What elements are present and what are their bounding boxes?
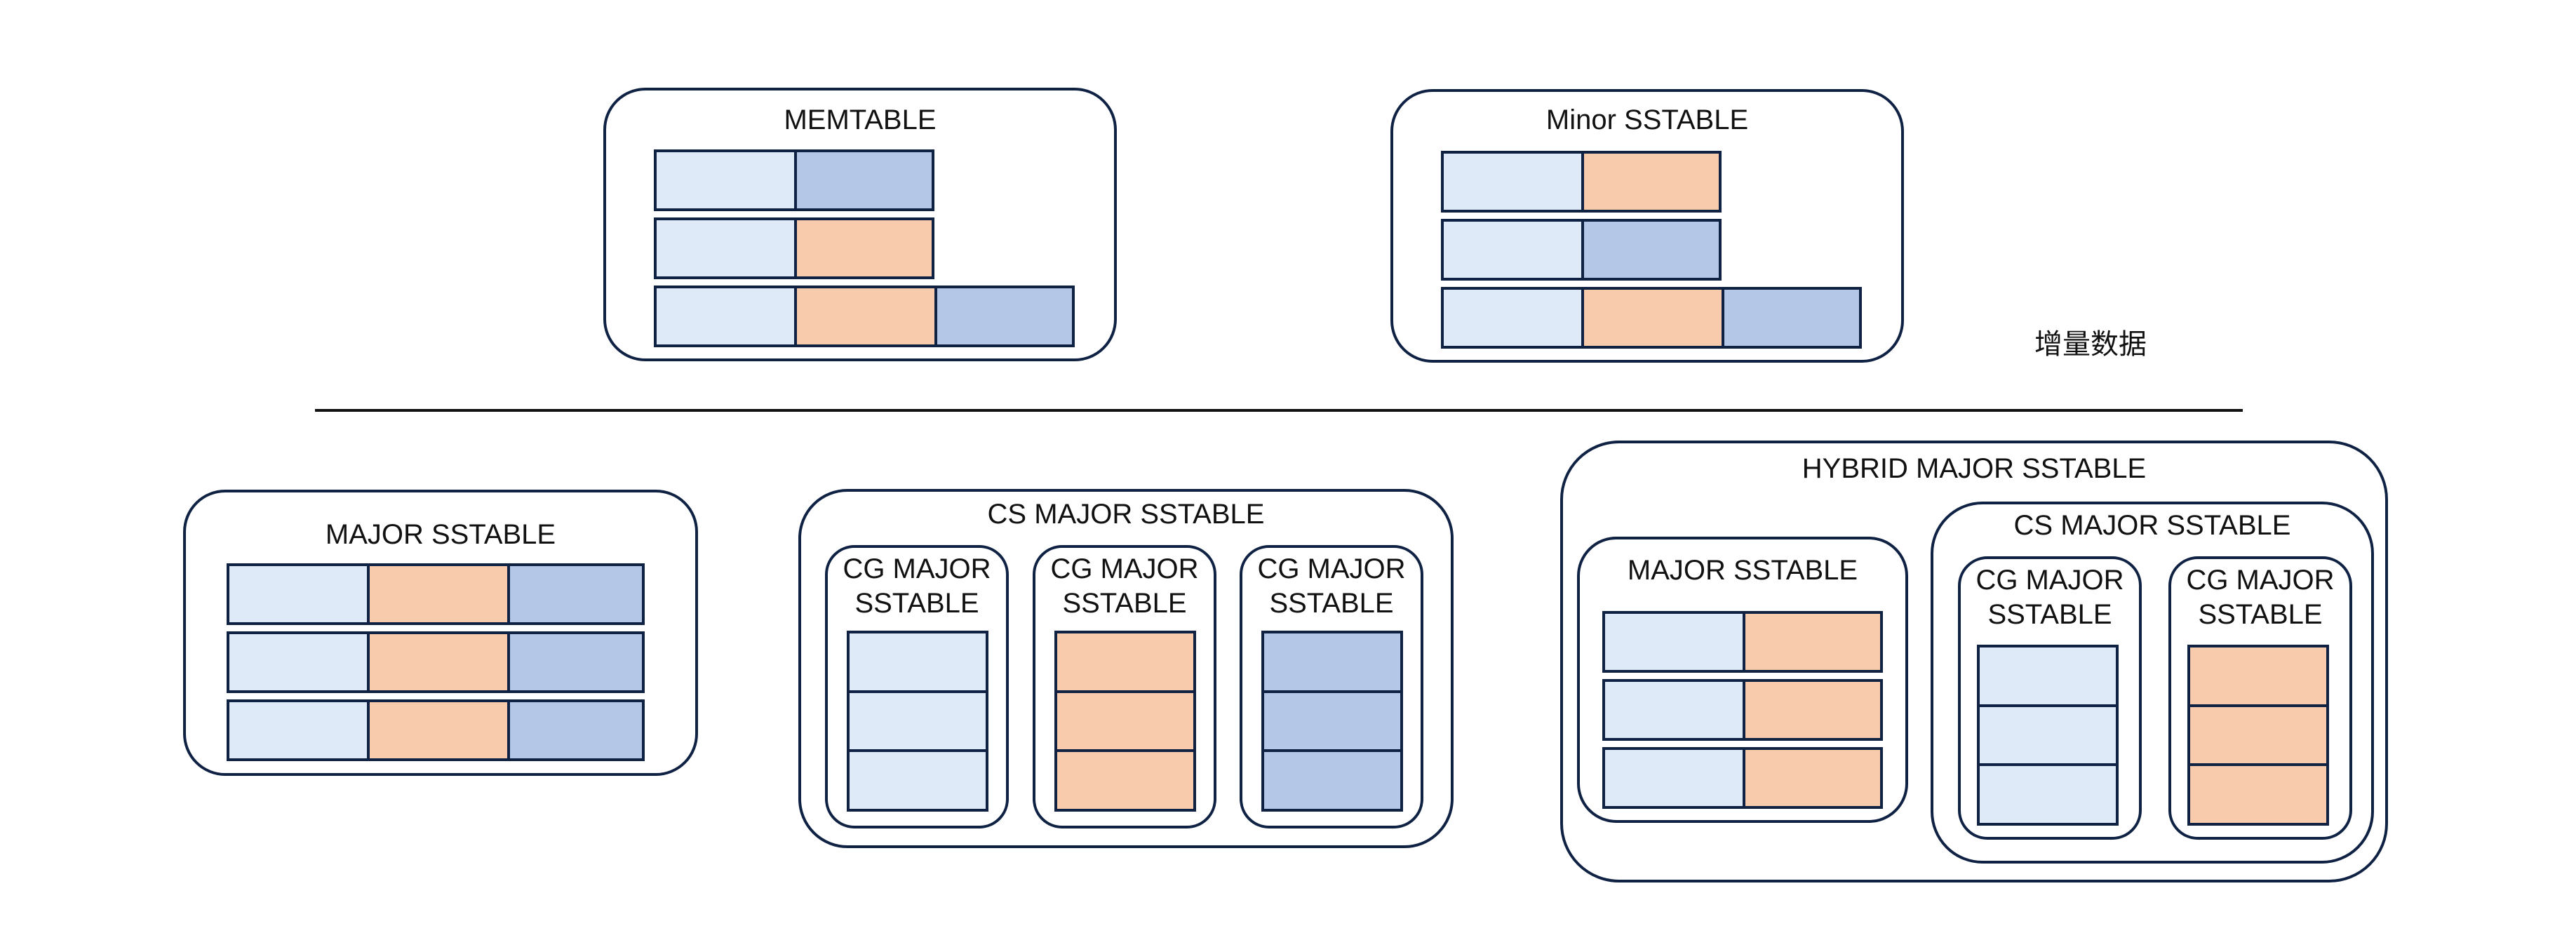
row-cell (367, 634, 507, 690)
cg-major-sstable-box: CG MAJOR SSTABLE (1958, 556, 2142, 840)
cg-major-sstable-box: CG MAJOR SSTABLE (1240, 545, 1423, 828)
major-sstable-box: MAJOR SSTABLE (183, 490, 698, 776)
row-cell (1605, 614, 1743, 670)
cs-major-sstable-title: CS MAJOR SSTABLE (987, 499, 1265, 530)
row-cell (507, 634, 642, 690)
cg-column (1054, 631, 1196, 812)
cg-major-title-line1: CG MAJOR (1975, 565, 2124, 596)
incremental-data-label: 增量数据 (2034, 328, 2147, 361)
column-cell (1057, 633, 1193, 690)
row-cell (367, 566, 507, 622)
cg-column (847, 631, 988, 812)
row-cell (1581, 154, 1719, 210)
cg-major-sstable-box: CG MAJOR SSTABLE (2168, 556, 2352, 840)
minor-row (1441, 219, 1722, 281)
row-cell (1444, 222, 1581, 278)
column-cell (1057, 749, 1193, 810)
row-cell (1444, 290, 1581, 346)
row-cell (229, 566, 367, 622)
column-cell (2190, 647, 2326, 704)
cg-major-title-line1: CG MAJOR (2186, 565, 2335, 596)
cs-major-sstable-box: CS MAJOR SSTABLE CG MAJOR SSTABLE CG MAJ… (798, 489, 1454, 848)
hybrid-major-sstable-title: HYBRID MAJOR SSTABLE (1802, 453, 2147, 484)
memtable-row (654, 286, 1075, 347)
major-row (227, 563, 645, 625)
column-cell (850, 749, 986, 810)
major-row (1602, 747, 1883, 809)
row-cell (794, 220, 932, 276)
row-cell (1605, 750, 1743, 806)
row-cell (229, 634, 367, 690)
row-cell (794, 288, 934, 344)
memtable-title: MEMTABLE (784, 105, 937, 135)
cg-column (1261, 631, 1403, 812)
row-cell (1581, 290, 1722, 346)
column-cell (1980, 704, 2116, 764)
row-cell (657, 152, 794, 208)
row-cell (1581, 222, 1719, 278)
cg-major-title-line1: CG MAJOR (843, 553, 991, 584)
cs-major-sstable-title: CS MAJOR SSTABLE (2013, 510, 2291, 541)
cg-major-sstable-box: CG MAJOR SSTABLE (825, 545, 1009, 828)
column-cell (2190, 704, 2326, 764)
row-cell (657, 220, 794, 276)
row-cell (507, 566, 642, 622)
major-row (1602, 611, 1883, 673)
major-sstable-title: MAJOR SSTABLE (325, 519, 556, 550)
minor-sstable-title: Minor SSTABLE (1545, 105, 1749, 135)
major-row (227, 699, 645, 761)
cg-major-title-line2: SSTABLE (1987, 599, 2112, 630)
row-cell (657, 288, 794, 344)
cg-major-title-line1: CG MAJOR (1050, 553, 1199, 584)
cg-major-title-line2: SSTABLE (1062, 588, 1187, 619)
divider-line (315, 409, 2243, 412)
column-cell (850, 633, 986, 690)
cg-major-title-line1: CG MAJOR (1257, 553, 1406, 584)
major-sstable-box: MAJOR SSTABLE (1577, 537, 1908, 823)
minor-sstable-box: Minor SSTABLE (1390, 89, 1904, 363)
memtable-box: MEMTABLE (603, 88, 1117, 361)
row-cell (1605, 682, 1743, 738)
row-cell (1444, 154, 1581, 210)
minor-row (1441, 151, 1722, 213)
column-cell (1264, 749, 1400, 810)
memtable-row (654, 217, 934, 279)
row-cell (229, 702, 367, 758)
major-row (1602, 679, 1883, 741)
row-cell (367, 702, 507, 758)
memtable-row (654, 149, 934, 211)
cg-major-sstable-box: CG MAJOR SSTABLE (1033, 545, 1216, 828)
column-cell (1980, 647, 2116, 704)
cs-major-sstable-box: CS MAJOR SSTABLE CG MAJOR SSTABLE CG MAJ… (1931, 502, 2374, 864)
column-cell (1980, 763, 2116, 824)
column-cell (850, 690, 986, 750)
major-sstable-title: MAJOR SSTABLE (1627, 555, 1858, 586)
row-cell (1722, 290, 1859, 346)
row-cell (934, 288, 1072, 344)
row-cell (1743, 614, 1880, 670)
cg-major-title-line2: SSTABLE (854, 588, 979, 619)
column-cell (1264, 633, 1400, 690)
major-row (227, 631, 645, 693)
cg-major-title-line2: SSTABLE (1269, 588, 1394, 619)
hybrid-major-sstable-box: HYBRID MAJOR SSTABLE MAJOR SSTABLE CS MA… (1560, 441, 2388, 882)
column-cell (1264, 690, 1400, 750)
cg-major-title-line2: SSTABLE (2198, 599, 2323, 630)
column-cell (1057, 690, 1193, 750)
row-cell (1743, 750, 1880, 806)
row-cell (1743, 682, 1880, 738)
row-cell (794, 152, 932, 208)
cg-column (1977, 645, 2119, 826)
row-cell (507, 702, 642, 758)
column-cell (2190, 763, 2326, 824)
minor-row (1441, 287, 1862, 349)
cg-column (2187, 645, 2329, 826)
